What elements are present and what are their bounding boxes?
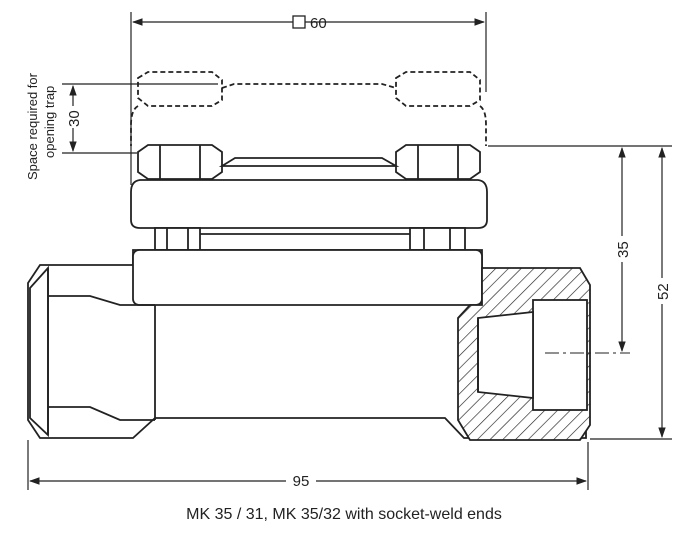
- nut-left: [137, 144, 223, 180]
- left-bore-bottom: [48, 406, 155, 421]
- dim-52-gap: [653, 278, 671, 304]
- socket-bore: [532, 299, 588, 411]
- figure-caption: MK 35 / 31, MK 35/32 with socket-weld en…: [186, 506, 502, 523]
- dimension-30: [62, 83, 218, 154]
- nut-right: [395, 144, 481, 180]
- lid-top-plate: [218, 157, 400, 167]
- left-bore-top: [48, 295, 155, 306]
- nut-left-open: [137, 71, 223, 107]
- dimension-60: [130, 12, 487, 185]
- side-note-line-1: Space required for: [25, 72, 40, 180]
- left-socket-end: [29, 265, 49, 438]
- trap-body: [27, 249, 587, 439]
- bolt-right: [409, 227, 466, 251]
- dim-label-52: 52: [655, 283, 672, 300]
- lid-right-open: [479, 105, 487, 146]
- lid-top-open: [221, 83, 397, 89]
- upper-body-block: [132, 249, 483, 306]
- dim-label-60: 60: [310, 15, 327, 32]
- dim-95-gap: [286, 472, 316, 490]
- lid-outline-open: [130, 71, 487, 146]
- section-right: [457, 267, 591, 441]
- nut-right-open: [395, 71, 481, 107]
- dim-30-gap: [65, 106, 81, 128]
- dim-label-95: 95: [293, 473, 310, 490]
- lid-assembly: [130, 144, 488, 251]
- dim-label-30: 30: [66, 110, 83, 127]
- square-symbol-icon: [292, 15, 306, 29]
- lid-left-open: [130, 105, 139, 146]
- inner-bore: [477, 310, 534, 400]
- dim-label-35: 35: [615, 241, 632, 258]
- lid-body: [130, 179, 488, 229]
- side-note-line-2: opening trap: [42, 86, 57, 158]
- dim-35-gap: [613, 236, 631, 262]
- bolt-left: [154, 227, 201, 251]
